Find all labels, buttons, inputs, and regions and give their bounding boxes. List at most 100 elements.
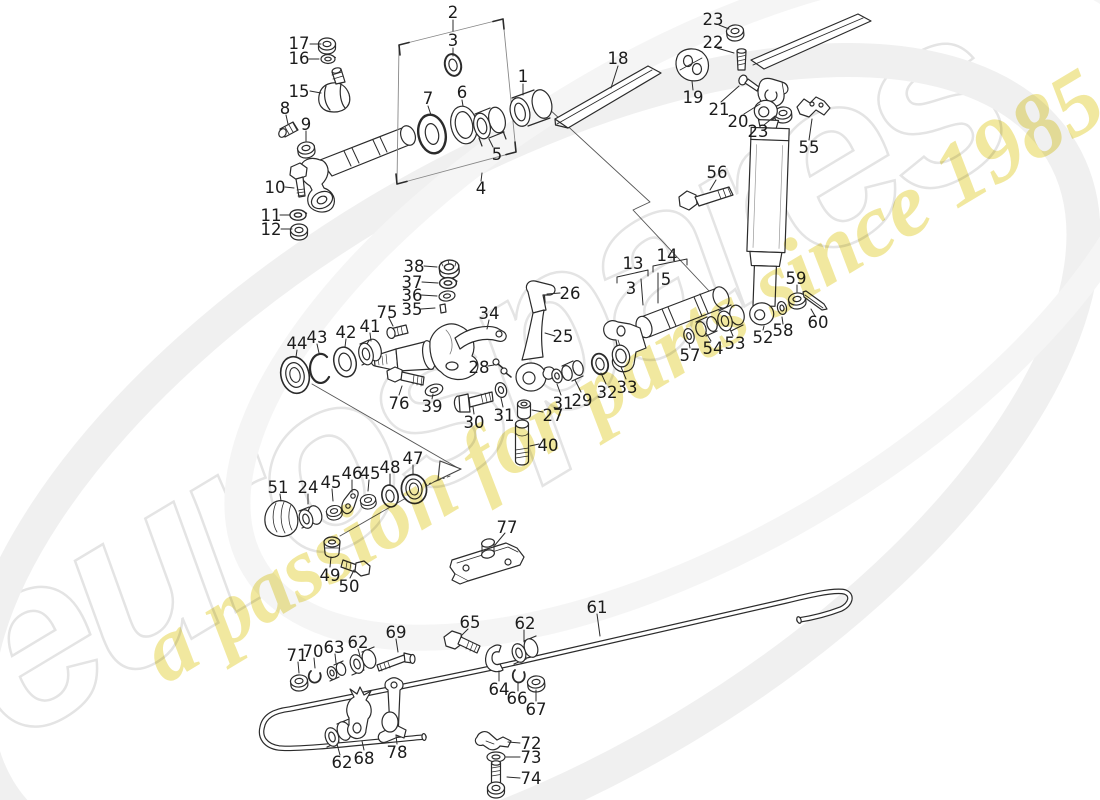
trailing-arm-right (590, 286, 745, 376)
part-label-36: 36 (402, 286, 423, 305)
shock-absorber-group (678, 96, 831, 326)
part-label-49: 49 (320, 566, 341, 585)
part-label-5: 5 (492, 145, 503, 164)
part-label-31: 31 (553, 394, 574, 413)
part-label-5: 5 (661, 270, 672, 289)
part-label-72: 72 (521, 734, 542, 753)
part-label-53: 53 (725, 334, 746, 353)
part-label-60: 60 (808, 313, 829, 332)
part-label-9: 9 (301, 115, 312, 134)
part-label-41: 41 (360, 317, 381, 336)
part-label-70: 70 (303, 642, 324, 661)
part-label-26: 26 (560, 284, 581, 303)
part-label-62: 62 (348, 633, 369, 652)
part-label-37: 37 (402, 273, 423, 292)
part-label-15: 15 (289, 82, 310, 101)
center-link (453, 280, 584, 466)
part-label-65: 65 (460, 613, 481, 632)
part-label-48: 48 (380, 458, 401, 477)
clamp-group (675, 23, 794, 125)
construction-lines (311, 107, 711, 537)
part-label-7: 7 (423, 89, 434, 108)
part-label-55: 55 (799, 138, 820, 157)
part-label-30: 30 (464, 413, 485, 432)
part-label-25: 25 (553, 327, 574, 346)
part-label-12: 12 (261, 220, 282, 239)
part-label-3: 3 (448, 31, 459, 50)
part-label-76: 76 (389, 394, 410, 413)
part-label-69: 69 (386, 623, 407, 642)
part-label-50: 50 (339, 577, 360, 596)
part-label-28: 28 (469, 358, 490, 377)
part-label-43: 43 (307, 328, 328, 347)
part-label-56: 56 (707, 163, 728, 182)
part-label-32: 32 (597, 383, 618, 402)
part-label-62: 62 (515, 614, 536, 633)
part-label-40: 40 (538, 436, 559, 455)
leader-lines (279, 19, 816, 779)
steering-knuckle-left (370, 258, 507, 397)
part-label-62: 62 (332, 753, 353, 772)
part-label-61: 61 (587, 598, 608, 617)
part-label-77: 77 (497, 518, 518, 537)
bearing-row (279, 338, 382, 395)
part-label-13: 13 (623, 254, 644, 273)
part-label-59: 59 (786, 269, 807, 288)
part-label-45: 45 (360, 464, 381, 483)
part-label-74: 74 (521, 769, 542, 788)
part-label-78: 78 (387, 743, 408, 762)
part-label-58: 58 (773, 321, 794, 340)
part-label-47: 47 (403, 449, 424, 468)
torsion-bars (554, 13, 872, 129)
part-label-19: 19 (683, 88, 704, 107)
part-label-18: 18 (608, 49, 629, 68)
part-label-20: 20 (728, 112, 749, 131)
part-label-57: 57 (680, 346, 701, 365)
part-label-54: 54 (703, 339, 724, 358)
part-label-64: 64 (489, 680, 510, 699)
part-label-11: 11 (261, 206, 282, 225)
part-label-39: 39 (422, 397, 443, 416)
part-label-42: 42 (336, 323, 357, 342)
part-label-4: 4 (476, 179, 487, 198)
part-label-33: 33 (617, 378, 638, 397)
part-label-44: 44 (287, 334, 308, 353)
part-label-31: 31 (494, 406, 515, 425)
part-label-63: 63 (324, 638, 345, 657)
part-label-23: 23 (748, 122, 769, 141)
small-parts-row (264, 473, 428, 577)
stabilizer-hardware (289, 630, 547, 799)
part-label-29: 29 (572, 391, 593, 410)
part-label-66: 66 (507, 689, 528, 708)
part-label-3: 3 (626, 279, 637, 298)
part-label-24: 24 (298, 478, 319, 497)
part-label-35: 35 (402, 300, 423, 319)
part-label-38: 38 (404, 257, 425, 276)
part-label-16: 16 (289, 49, 310, 68)
part-label-1: 1 (518, 67, 529, 86)
part-label-67: 67 (526, 700, 547, 719)
part-label-6: 6 (457, 83, 468, 102)
part-label-17: 17 (289, 34, 310, 53)
part-label-68: 68 (354, 749, 375, 768)
part-label-14: 14 (657, 246, 678, 265)
part-label-75: 75 (377, 303, 398, 322)
part-label-22: 22 (703, 33, 724, 52)
part-label-51: 51 (268, 478, 289, 497)
link-shaft-assembly (278, 37, 417, 241)
part-label-27: 27 (543, 406, 564, 425)
part-label-21: 21 (709, 100, 730, 119)
bracket-77 (449, 538, 525, 585)
part-label-45: 45 (321, 473, 342, 492)
part-label-73: 73 (521, 748, 542, 767)
part-label-23: 23 (703, 10, 724, 29)
part-label-52: 52 (753, 328, 774, 347)
part-label-46: 46 (342, 464, 363, 483)
part-label-8: 8 (280, 99, 291, 118)
bushing-kit-frame (395, 18, 553, 185)
part-label-34: 34 (479, 304, 500, 323)
